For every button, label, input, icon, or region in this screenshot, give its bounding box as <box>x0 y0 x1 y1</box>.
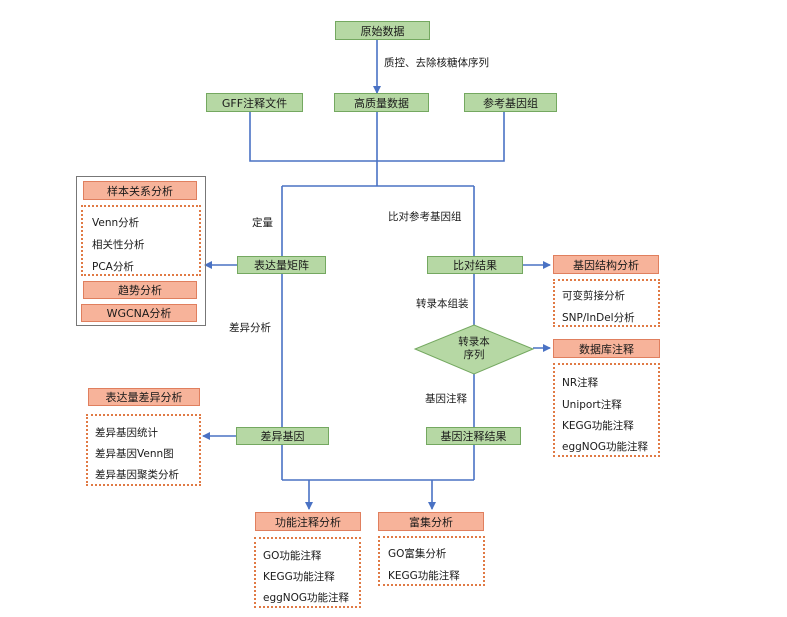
list-item: 差异基因Venn图 <box>95 448 174 460</box>
sample-relation-title: 样本关系分析 <box>83 181 197 200</box>
transcript-line1: 转录本 <box>458 336 490 348</box>
list-item: KEGG功能注释 <box>562 420 634 432</box>
label-quant: 定量 <box>252 217 273 229</box>
expr-diff-title: 表达量差异分析 <box>88 388 200 406</box>
database-annot-title: 数据库注释 <box>553 339 660 358</box>
enrich-list <box>378 536 485 586</box>
node-align-result: 比对结果 <box>427 256 523 274</box>
list-item: KEGG功能注释 <box>388 570 460 582</box>
transcript-diamond <box>413 324 535 375</box>
list-item: eggNOG功能注释 <box>263 592 350 604</box>
sample-relation-list <box>81 205 201 276</box>
list-item: SNP/InDel分析 <box>562 312 635 324</box>
list-item: Venn分析 <box>92 217 140 229</box>
list-item: GO富集分析 <box>388 548 447 560</box>
node-gff: GFF注释文件 <box>206 93 303 112</box>
gene-structure-list <box>553 279 660 327</box>
node-transcript-seq: 转录本 序列 <box>444 336 504 362</box>
node-deg: 差异基因 <box>236 427 329 445</box>
list-item: 可变剪接分析 <box>562 290 625 302</box>
list-item: KEGG功能注释 <box>263 571 335 583</box>
label-diff: 差异分析 <box>229 322 271 334</box>
func-annot-list <box>254 537 361 608</box>
list-item: eggNOG功能注释 <box>562 441 649 453</box>
node-annot-result: 基因注释结果 <box>426 427 521 445</box>
sample-group-frame <box>76 176 206 326</box>
list-item: NR注释 <box>562 377 599 389</box>
list-item: 相关性分析 <box>92 239 145 251</box>
list-item: PCA分析 <box>92 261 134 273</box>
label-qc: 质控、去除核糖体序列 <box>384 57 489 69</box>
expr-diff-list <box>86 414 201 486</box>
node-hq-data: 高质量数据 <box>334 93 429 112</box>
trend-analysis: 趋势分析 <box>83 281 197 299</box>
list-item: 差异基因统计 <box>95 427 158 439</box>
node-ref-genome: 参考基因组 <box>464 93 557 112</box>
enrich-title: 富集分析 <box>378 512 484 531</box>
label-assemble: 转录本组装 <box>416 298 469 310</box>
wgcna-analysis: WGCNA分析 <box>81 304 197 322</box>
list-item: Uniport注释 <box>562 399 622 411</box>
gene-structure-title: 基因结构分析 <box>553 255 659 274</box>
list-item: GO功能注释 <box>263 550 322 562</box>
database-annot-list <box>553 363 660 457</box>
node-expr-matrix: 表达量矩阵 <box>237 256 326 274</box>
transcript-line2: 序列 <box>463 349 485 361</box>
label-annotate: 基因注释 <box>425 393 467 405</box>
list-item: 差异基因聚类分析 <box>95 469 179 481</box>
label-compare: 比对参考基因组 <box>388 211 462 223</box>
func-annot-title: 功能注释分析 <box>255 512 361 531</box>
node-raw-data: 原始数据 <box>335 21 430 40</box>
